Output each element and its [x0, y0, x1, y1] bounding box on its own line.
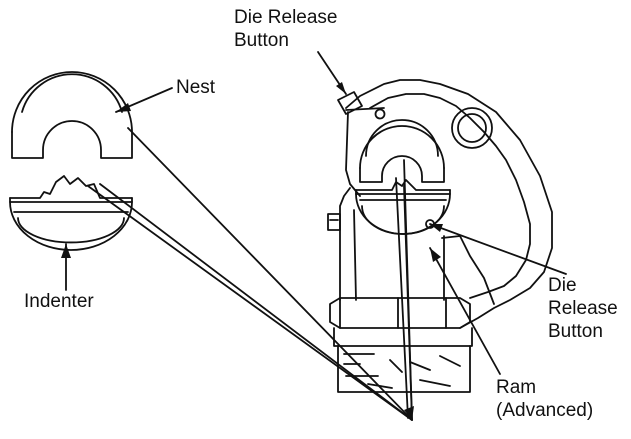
label-die-release-top-line1: Die Release	[234, 7, 338, 28]
crimp-tool-head	[327, 79, 553, 393]
label-indenter: Indenter	[24, 291, 94, 312]
arrowhead-ram	[430, 248, 441, 262]
arrowheads	[61, 82, 443, 420]
label-die-release-top: Die Release Button	[234, 6, 338, 52]
nest-die	[11, 71, 133, 159]
label-die-release-right-line2: Release	[548, 298, 618, 319]
label-ram-line1: Ram	[496, 377, 537, 398]
arrowhead-indenter	[61, 244, 71, 258]
indenter-die	[9, 175, 133, 251]
arrowhead-nest	[116, 103, 131, 112]
label-nest: Nest	[176, 77, 216, 98]
label-die-release-right: Die Release Button	[548, 274, 618, 343]
label-ram-line2: (Advanced)	[496, 400, 594, 421]
label-ram: Ram (Advanced)	[496, 376, 593, 422]
label-die-release-right-line1: Die	[548, 275, 577, 296]
arrowhead-bottom	[404, 406, 414, 420]
leader-lines	[65, 51, 567, 421]
arrowhead-die-release-top	[336, 82, 346, 94]
label-die-release-top-line2: Button	[234, 30, 289, 51]
label-die-release-right-line3: Button	[548, 321, 603, 342]
arrowhead-die-release-right	[430, 224, 443, 232]
